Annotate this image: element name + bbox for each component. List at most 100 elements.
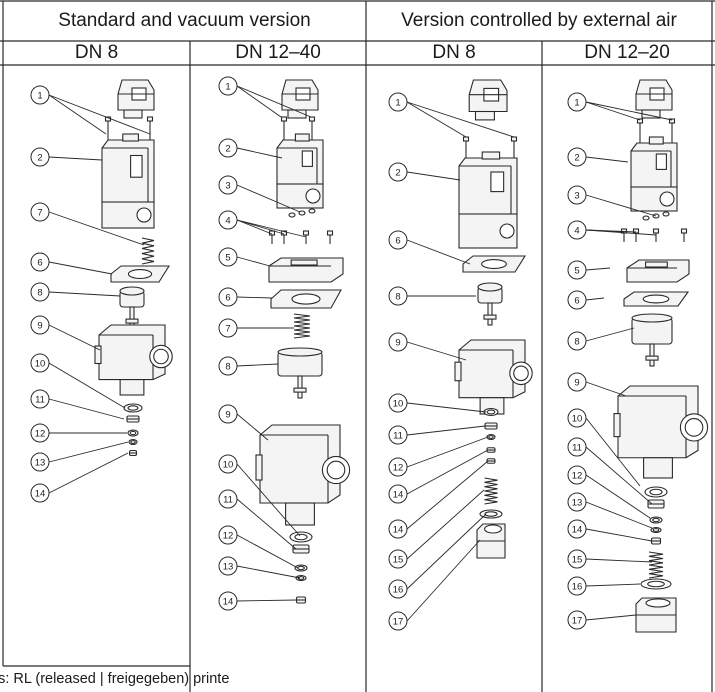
callout-12: 12 [388, 436, 489, 477]
callout-number: 14 [572, 525, 583, 536]
status-footer: us: RL (released | freigegeben) printed:… [0, 671, 230, 687]
callout-number: 16 [572, 582, 583, 593]
callout-8: 8 [30, 282, 121, 302]
callout-5: 5 [567, 260, 611, 280]
callout-number: 2 [395, 168, 400, 179]
callout-12: 12 [30, 423, 127, 443]
callout-2: 2 [388, 162, 461, 182]
column-header-ext-dn12-20: DN 12–20 [584, 42, 670, 63]
callout-14: 14 [388, 460, 489, 539]
callout-10: 10 [30, 353, 126, 409]
callout-11: 11 [567, 437, 653, 505]
callout-number: 13 [223, 562, 234, 573]
callout-number: 17 [393, 617, 404, 628]
callout-3: 3 [218, 175, 301, 213]
callout-15: 15 [567, 549, 653, 569]
callout-number: 4 [225, 216, 230, 227]
callout-9: 9 [567, 372, 627, 397]
callout-number: 6 [574, 296, 579, 307]
callout-2: 2 [567, 147, 629, 167]
callout-number: 12 [572, 471, 583, 482]
callout-8: 8 [388, 286, 476, 306]
callout-number: 10 [393, 399, 404, 410]
callout-number: 10 [223, 460, 234, 471]
callout-number: 11 [393, 431, 403, 442]
callout-13: 13 [30, 441, 129, 472]
callout-number: 13 [572, 498, 583, 509]
callout-number: 1 [574, 98, 579, 109]
group-header-external-air: Version controlled by external air [401, 10, 677, 31]
callout-number: 15 [393, 555, 404, 566]
callout-number: 17 [572, 616, 583, 627]
callout-16: 16 [567, 576, 641, 596]
callout-12: 12 [567, 465, 651, 519]
callout-number: 3 [574, 191, 579, 202]
callout-8: 8 [218, 356, 279, 376]
callout-number: 12 [393, 463, 404, 474]
callout-number: 1 [395, 98, 400, 109]
callout-number: 5 [225, 253, 230, 264]
callout-2: 2 [30, 147, 103, 167]
callout-11: 11 [30, 389, 125, 420]
callout-number: 7 [225, 324, 230, 335]
callout-12: 12 [218, 525, 299, 569]
callout-number: 15 [572, 555, 583, 566]
callout-number: 9 [574, 378, 579, 389]
callout-number: 1 [225, 82, 230, 93]
callout-number: 6 [395, 236, 400, 247]
callout-number: 11 [572, 443, 582, 454]
callout-14: 14 [218, 591, 298, 611]
callout-9: 9 [30, 315, 101, 351]
callout-13: 13 [567, 492, 653, 529]
callout-number: 1 [37, 91, 42, 102]
callout-number: 14 [393, 525, 404, 536]
column-header-ext-dn8: DN 8 [432, 42, 476, 63]
column-header-std-dn12-40: DN 12–40 [235, 42, 321, 63]
column-header-std-dn8: DN 8 [74, 42, 119, 63]
callout-7: 7 [30, 202, 145, 246]
callout-6: 6 [388, 230, 471, 265]
callout-4: 4 [567, 220, 657, 240]
callout-number: 9 [395, 338, 400, 349]
callout-14: 14 [30, 452, 129, 503]
callout-number: 9 [37, 321, 42, 332]
diagram-ext-dn8 [454, 79, 533, 559]
callout-number: 13 [35, 458, 46, 469]
callout-10: 10 [567, 408, 641, 487]
callout-1: 1 [30, 85, 151, 135]
callout-number: 16 [393, 585, 404, 596]
callout-17: 17 [567, 610, 637, 630]
callout-6: 6 [567, 290, 605, 310]
callout-number: 11 [35, 395, 45, 406]
callout-9: 9 [388, 332, 467, 361]
callout-number: 4 [574, 226, 579, 237]
callout-number: 2 [37, 153, 42, 164]
callout-14: 14 [567, 519, 653, 542]
callout-number: 8 [395, 292, 400, 303]
diagram-std-dn12-40 [255, 79, 351, 604]
callout-2: 2 [218, 138, 283, 159]
callout-number: 8 [225, 362, 230, 373]
callout-number: 8 [574, 337, 579, 348]
callout-15: 15 [388, 489, 485, 569]
callout-1: 1 [388, 92, 515, 138]
callout-number: 5 [574, 266, 579, 277]
callout-3: 3 [567, 185, 657, 217]
callout-number: 11 [223, 495, 233, 506]
callout-number: 6 [37, 258, 42, 269]
callout-number: 14 [35, 489, 46, 500]
callout-1: 1 [218, 76, 312, 118]
callout-11: 11 [218, 489, 297, 550]
callout-number: 3 [225, 181, 230, 192]
callout-number: 7 [37, 208, 42, 219]
callout-number: 9 [225, 410, 230, 421]
callout-10: 10 [218, 454, 301, 537]
callout-14: 14 [388, 449, 489, 504]
callout-16: 16 [388, 513, 487, 599]
callout-number: 8 [37, 288, 42, 299]
callout-number: 12 [35, 429, 46, 440]
callout-7: 7 [218, 318, 294, 338]
diagram-ext-dn12-20 [613, 79, 709, 633]
